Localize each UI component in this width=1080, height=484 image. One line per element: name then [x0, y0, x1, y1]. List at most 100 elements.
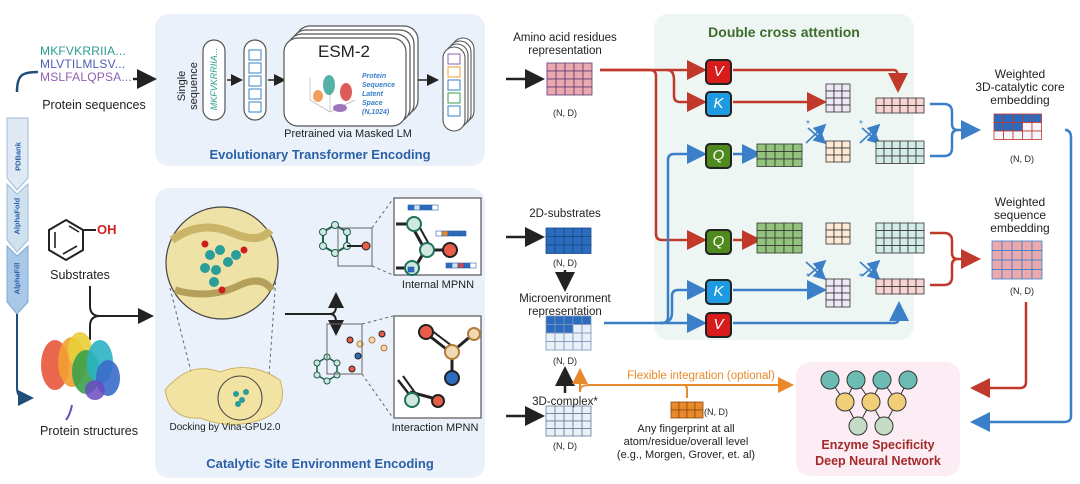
complex-3d-grid: [545, 405, 592, 437]
microenvironment-grid-cell: [572, 332, 583, 342]
amino-acid-grid-cell: [546, 78, 557, 88]
microenvironment-grid-cell: [581, 341, 592, 351]
key-matrix-bottom-cell: [825, 278, 835, 287]
key-matrix-bottom-cell: [841, 292, 851, 301]
amino-acid-grid-cell: [555, 62, 566, 72]
substrates-2d-shape: (N, D): [553, 258, 577, 268]
fingerprint-grid-cell: [694, 401, 704, 411]
sequence-output-shape: (N, D): [1010, 286, 1034, 296]
docked-protein-image: [164, 367, 283, 425]
amino-acid-grid: [546, 62, 593, 96]
evolutionary-encoding-title: Evolutionary Transformer Encoding: [209, 147, 431, 162]
attention-score-top-cell: [825, 147, 835, 156]
cross-multiply-arrows: [805, 123, 881, 281]
key-matrix-top-cell: [833, 90, 843, 99]
context-top-cell: [875, 140, 885, 149]
merge-bracket: [89, 286, 154, 340]
substrates-2d-grid-cell: [572, 227, 583, 237]
dnn-title-line1: Enzyme Specificity: [821, 438, 935, 452]
attention-score-bottom-cell: [833, 236, 843, 245]
attention-score-bottom-cell: [841, 222, 851, 231]
attention-score-bottom-cell: [825, 222, 835, 231]
query-projection-top-cell: [783, 143, 794, 152]
query-projection-top-cell: [756, 158, 767, 167]
context-bottom-cell: [883, 245, 893, 254]
value-output-bottom-cell: [875, 286, 885, 295]
complex-3d-grid-cell: [545, 413, 556, 422]
query-projection-bottom-cell: [783, 237, 794, 246]
query-projection-bottom-cell: [783, 230, 794, 239]
substrates-2d-grid-cell: [545, 244, 556, 254]
value-output-bottom-cell: [891, 278, 901, 287]
query-projection-bottom-cell: [756, 245, 767, 254]
sequence-embedding-stack: [442, 37, 475, 132]
query-projection-bottom-cell: [765, 237, 776, 246]
sequence-output-grid-cell: [1021, 269, 1033, 280]
key-matrix-bottom-cell: [825, 299, 835, 308]
complex-3d-grid-cell: [563, 413, 574, 422]
data-source-column: [6, 70, 39, 406]
context-top-cell: [883, 148, 893, 157]
neural-network-icon: [820, 370, 918, 436]
query-projection-top-cell: [774, 151, 785, 160]
complex-3d-grid-cell: [581, 413, 592, 422]
fingerprint-grid-cell: [686, 409, 696, 419]
sequence-output-grid-cell: [1001, 269, 1013, 280]
query-projection-top-cell: [756, 143, 767, 152]
value-output-top-cell: [899, 97, 909, 106]
value-output-top-cell: [915, 105, 925, 114]
substrates-2d-grid-cell: [563, 244, 574, 254]
substrates-2d-grid-cell: [563, 236, 574, 246]
key-matrix-top-cell: [841, 83, 851, 92]
key-matrix-bottom-cell: [841, 285, 851, 294]
fingerprint-grid-cell: [678, 401, 688, 411]
core-to-dnn-arrow: [970, 128, 1073, 432]
catalytic-core-grid-cell: [1012, 122, 1023, 132]
docking-zoom-image: [165, 206, 279, 393]
complex-3d-grid-cell: [545, 420, 556, 429]
amino-acid-grid-cell: [546, 62, 557, 72]
amino-acid-grid-cell: [582, 62, 593, 72]
star-1: *: [806, 119, 810, 130]
microenvironment-grid-cell: [572, 341, 583, 351]
query-projection-bottom-cell: [765, 245, 776, 254]
complex-3d-grid-cell: [554, 420, 565, 429]
internal-mpnn-detail-box: [393, 197, 482, 276]
key-box-top: K: [705, 91, 732, 117]
value-output-bottom-cell: [899, 286, 909, 295]
key-matrix-bottom-cell: [833, 285, 843, 294]
query-projection-bottom-cell: [774, 230, 785, 239]
source-to-structure-arrow: [16, 314, 34, 406]
sequence-output-grid-cell: [991, 259, 1003, 270]
value-output-top-cell: [875, 105, 885, 114]
microenvironment-grid-cell: [581, 324, 592, 334]
value-output-top-cell: [899, 105, 909, 114]
value-box-top: V: [705, 59, 732, 85]
amino-acid-grid-cell: [546, 86, 557, 96]
attention-score-bottom-cell: [833, 229, 843, 238]
key-matrix-top-cell: [825, 90, 835, 99]
sequence-output-grid-cell: [1031, 250, 1043, 261]
context-bottom-cell: [883, 237, 893, 246]
context-top-cell: [915, 155, 925, 164]
substrates-2d-grid-cell: [572, 236, 583, 246]
amino-acid-grid-cell: [555, 78, 566, 88]
sequence-3: MSLFALQPSA...: [40, 70, 132, 84]
source-alphafill-label: AlphaFill: [12, 262, 22, 295]
sequence-output-grid-cell: [1021, 250, 1033, 261]
context-bottom-cell: [915, 245, 925, 254]
catalytic-core-brace: [930, 102, 959, 158]
context-top-cell: [907, 155, 917, 164]
attention-score-bottom-cell: [841, 236, 851, 245]
query-projection-bottom-cell: [783, 245, 794, 254]
sequence-output-grid-cell: [1011, 259, 1023, 270]
query-projection-top-cell: [783, 158, 794, 167]
microenvironment-grid-cell: [563, 332, 574, 342]
key-matrix-top-cell: [825, 83, 835, 92]
context-bottom-cell: [915, 222, 925, 231]
amino-acid-grid-cell: [564, 62, 575, 72]
query-projection-top-cell: [792, 143, 803, 152]
query-projection-bottom-cell: [765, 230, 776, 239]
context-top-cell: [907, 148, 917, 157]
